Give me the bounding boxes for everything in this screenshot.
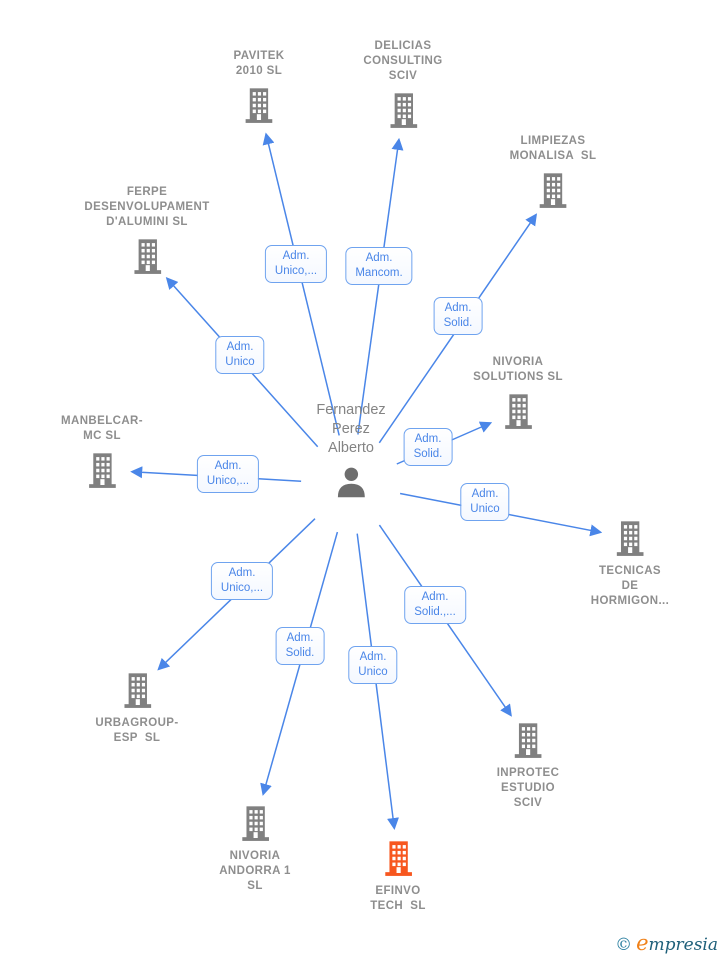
company-node-efinvo[interactable]: EFINVO TECH SL [370,838,426,914]
relationship-label-nivoria-andorra[interactable]: Adm. Solid. [275,627,325,665]
building-icon [127,236,167,276]
relationship-label-pavitek[interactable]: Adm. Unico,... [264,245,328,283]
company-label: LIMPIEZAS MONALISA SL [509,135,597,162]
company-label: INPROTEC ESTUDIO SCIV [496,767,560,809]
building-icon [239,85,279,125]
company-node-inprotec[interactable]: INPROTEC ESTUDIO SCIV [497,720,560,811]
building-icon [378,838,418,878]
company-label: TECNICAS DE HORMIGON... [590,565,670,607]
company-label: MANBELCAR- MC SL [61,415,143,442]
building-icon [508,720,548,760]
company-label: EFINVO TECH SL [370,885,426,912]
company-label: NIVORIA ANDORRA 1 SL [219,850,291,892]
company-label: PAVITEK 2010 SL [233,50,285,77]
brand-name: mpresia [648,935,719,955]
company-node-tecnicas[interactable]: TECNICAS DE HORMIGON... [591,518,670,609]
relationship-label-manbelcar[interactable]: Adm. Unico,... [196,455,260,493]
relationship-label-efinvo[interactable]: Adm. Unico [348,646,398,684]
company-label: DELICIAS CONSULTING SCIV [363,40,443,82]
empresia-watermark: ©empresia [615,931,718,955]
relationship-label-ferpe[interactable]: Adm. Unico [215,336,265,374]
relationship-label-urbagroup[interactable]: Adm. Unico,... [210,562,274,600]
company-label: NIVORIA SOLUTIONS SL [473,356,563,383]
relationship-label-inprotec[interactable]: Adm. Solid.,... [404,586,466,624]
copyright-icon: © [615,935,633,955]
company-node-limpiezas[interactable]: LIMPIEZAS MONALISA SL [510,134,597,210]
brand-initial: e [636,931,649,955]
company-label: FERPE DESENVOLUPAMENT D'ALUMINI SL [84,186,210,228]
building-icon [235,803,275,843]
company-node-urbagroup[interactable]: URBAGROUP- ESP SL [95,670,178,746]
building-icon [383,90,423,130]
company-node-nivoria-andorra[interactable]: NIVORIA ANDORRA 1 SL [219,803,291,894]
building-icon [533,170,573,210]
building-icon [610,518,650,558]
company-node-nivoria-solutions[interactable]: NIVORIA SOLUTIONS SL [473,355,563,431]
company-node-pavitek[interactable]: PAVITEK 2010 SL [234,49,285,125]
person-icon [331,463,371,503]
building-icon [117,670,157,710]
person-node-fernandez-perez-alberto[interactable]: Fernandez Perez Alberto [316,401,386,503]
relationship-label-limpiezas[interactable]: Adm. Solid. [433,297,483,335]
building-icon [498,391,538,431]
relationship-label-nivoria-solutions[interactable]: Adm. Solid. [403,428,453,466]
company-node-manbelcar[interactable]: MANBELCAR- MC SL [61,414,143,490]
building-icon [82,450,122,490]
person-name: Fernandez Perez Alberto [316,402,386,456]
relationship-label-delicias[interactable]: Adm. Mancom. [345,247,413,285]
company-label: URBAGROUP- ESP SL [95,717,179,744]
relationship-label-tecnicas[interactable]: Adm. Unico [460,483,510,521]
company-node-ferpe[interactable]: FERPE DESENVOLUPAMENT D'ALUMINI SL [84,185,209,276]
company-node-delicias[interactable]: DELICIAS CONSULTING SCIV [363,39,442,130]
